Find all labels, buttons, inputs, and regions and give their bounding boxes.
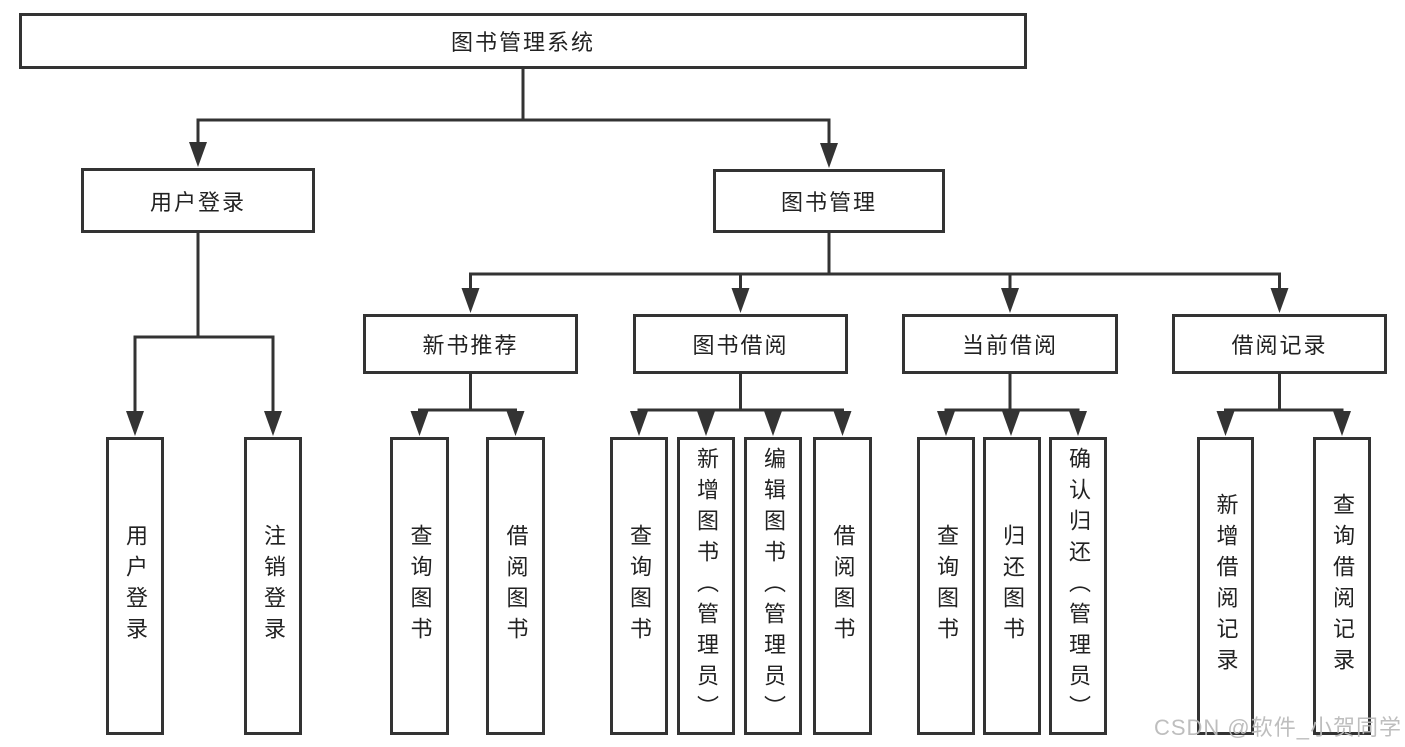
node-book-management-branch: 图书管理: [713, 169, 945, 233]
leaf-query-book-recommend: 查询图书: [390, 437, 449, 735]
node-root-label: 图书管理系统: [450, 30, 595, 55]
leaf-user-login: 用户登录: [106, 437, 164, 735]
node-label: 图书管理: [780, 190, 877, 215]
leaf-label: 借阅图书: [830, 524, 856, 648]
leaf-label: 查询图书: [407, 524, 433, 648]
leaf-label: 新增图书（管理员）: [694, 446, 719, 726]
node-current-borrowing: 当前借阅: [902, 314, 1118, 374]
leaf-label: 新增借阅记录: [1213, 493, 1239, 679]
leaf-borrow-book-recommend: 借阅图书: [486, 437, 545, 735]
node-label: 图书借阅: [692, 333, 789, 358]
leaf-query-book-borrowing: 查询图书: [610, 437, 668, 735]
leaf-add-borrow-record: 新增借阅记录: [1197, 437, 1254, 735]
leaf-query-borrow-record: 查询借阅记录: [1313, 437, 1371, 735]
node-book-borrowing: 图书借阅: [633, 314, 848, 374]
node-label: 借阅记录: [1231, 333, 1328, 358]
leaf-label: 确认归还（管理员）: [1066, 446, 1091, 726]
csdn-watermark: CSDN @软件_小贺同学: [1153, 715, 1402, 740]
leaf-label: 注销登录: [261, 524, 286, 648]
leaf-add-book-admin: 新增图书（管理员）: [677, 437, 735, 735]
leaf-confirm-return-admin: 确认归还（管理员）: [1049, 437, 1107, 735]
node-user-login-branch: 用户登录: [81, 168, 315, 233]
node-label: 用户登录: [149, 189, 246, 215]
leaf-logout: 注销登录: [244, 437, 302, 735]
leaf-label: 用户登录: [123, 524, 148, 648]
leaf-label: 查询图书: [627, 524, 652, 648]
leaf-query-book-current: 查询图书: [917, 437, 975, 735]
leaf-label: 编辑图书（管理员）: [761, 446, 786, 726]
node-label: 当前借阅: [961, 333, 1058, 358]
node-new-book-recommend: 新书推荐: [363, 314, 578, 374]
leaf-borrow-book-borrowing: 借阅图书: [813, 437, 872, 735]
leaf-label: 查询借阅记录: [1330, 493, 1355, 679]
leaf-return-book: 归还图书: [983, 437, 1041, 735]
leaf-label: 查询图书: [934, 524, 959, 648]
node-label: 新书推荐: [422, 333, 519, 358]
leaf-edit-book-admin: 编辑图书（管理员）: [744, 437, 802, 735]
leaf-label: 借阅图书: [503, 524, 529, 648]
arrowhead-icons: [126, 142, 1351, 436]
node-root-system: 图书管理系统: [19, 13, 1027, 69]
node-borrowing-records: 借阅记录: [1172, 314, 1387, 374]
leaf-label: 归还图书: [1000, 524, 1025, 648]
